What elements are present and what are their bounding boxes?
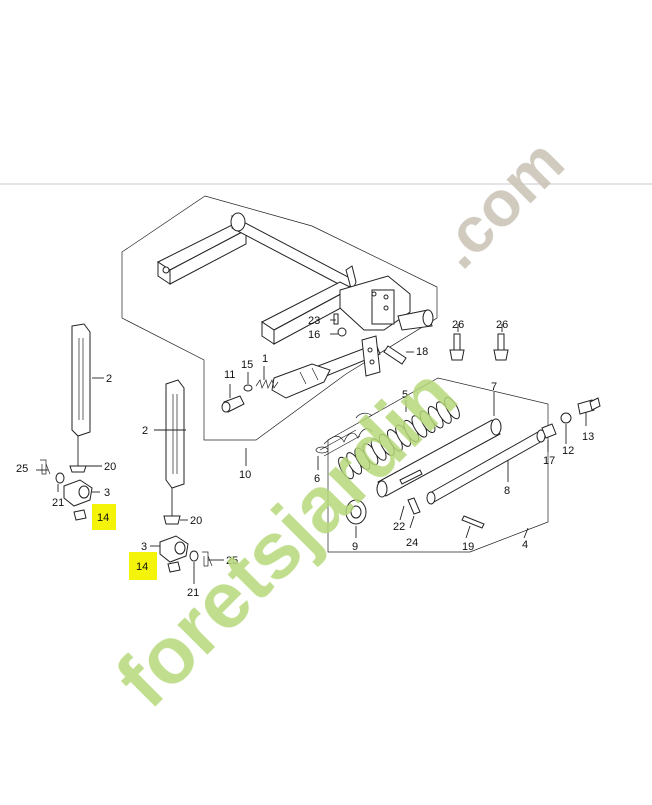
spring-5 [338,396,460,480]
callout-22: 22 [393,521,405,533]
washer-15 [243,384,253,392]
pin-11 [221,395,245,413]
callout-7: 7 [491,381,497,393]
callout-9: 9 [352,541,358,553]
callout-14: 14 [97,512,109,524]
group-10-outline [121,195,438,441]
lever-arm [271,335,381,399]
callout-25: 25 [16,463,28,475]
bolt-26b [493,333,509,361]
washer-21-left [55,472,65,484]
callout-2: 2 [142,425,148,437]
link-2-left [69,323,91,473]
washer-12 [560,412,572,424]
pin-19 [461,515,485,529]
pin-22 [399,469,423,485]
callout-18: 18 [416,346,428,358]
callout-labels: 1 2 2 3 3 4 5 6 7 8 9 10 11 12 13 14 14 … [16,315,594,599]
knob-3-left [63,479,93,507]
callout-6: 6 [314,473,320,485]
callout-15: 15 [241,359,253,371]
bushing-17 [541,423,557,439]
spring-1 [255,378,279,390]
nut-14-right [167,561,181,573]
nut-14-left [73,509,87,521]
callout-26: 26 [452,319,464,331]
callout-14: 14 [136,561,148,573]
clip-25-right [202,551,213,567]
spring-coil-turn [444,396,460,420]
lift-frame [157,212,434,345]
callout-10: 10 [239,469,251,481]
leader-lines [36,319,587,584]
callout-3: 3 [141,541,147,553]
callout-23: 23 [308,315,320,327]
highlight-box-left [92,504,116,530]
spring-6 [315,412,373,457]
pin-23 [333,313,339,325]
bolt-13 [577,397,601,415]
pin-24 [407,497,421,515]
callout-12: 12 [562,445,574,457]
callout-11: 11 [224,369,235,381]
bolt-26a [449,333,465,361]
callout-17: 17 [543,455,555,467]
callout-1: 1 [262,353,268,365]
callout-21: 21 [187,587,199,599]
callout-25: 25 [226,555,238,567]
callout-13: 13 [582,431,594,443]
callout-4: 4 [522,539,528,551]
washer-21-right [189,550,199,562]
clip-25-left [40,459,51,475]
highlight-box-right [129,552,157,580]
callout-20: 20 [190,515,202,527]
callout-20: 20 [104,461,116,473]
callout-3: 3 [104,487,110,499]
callout-5: 5 [402,389,408,401]
callout-24: 24 [406,537,418,549]
knob-3-right [159,535,189,563]
callout-16: 16 [308,329,320,341]
callout-8: 8 [504,485,510,497]
collar-9 [345,499,367,525]
callout-2: 2 [106,373,112,385]
pin-18 [383,345,407,365]
group-4-outline [327,377,549,553]
callout-19: 19 [462,541,474,553]
link-2-right [163,379,185,525]
nut-16 [337,327,347,337]
watermark-tld: .com [421,125,578,282]
shaft-8 [426,429,546,505]
callout-26: 26 [496,319,508,331]
callout-21: 21 [52,497,64,509]
